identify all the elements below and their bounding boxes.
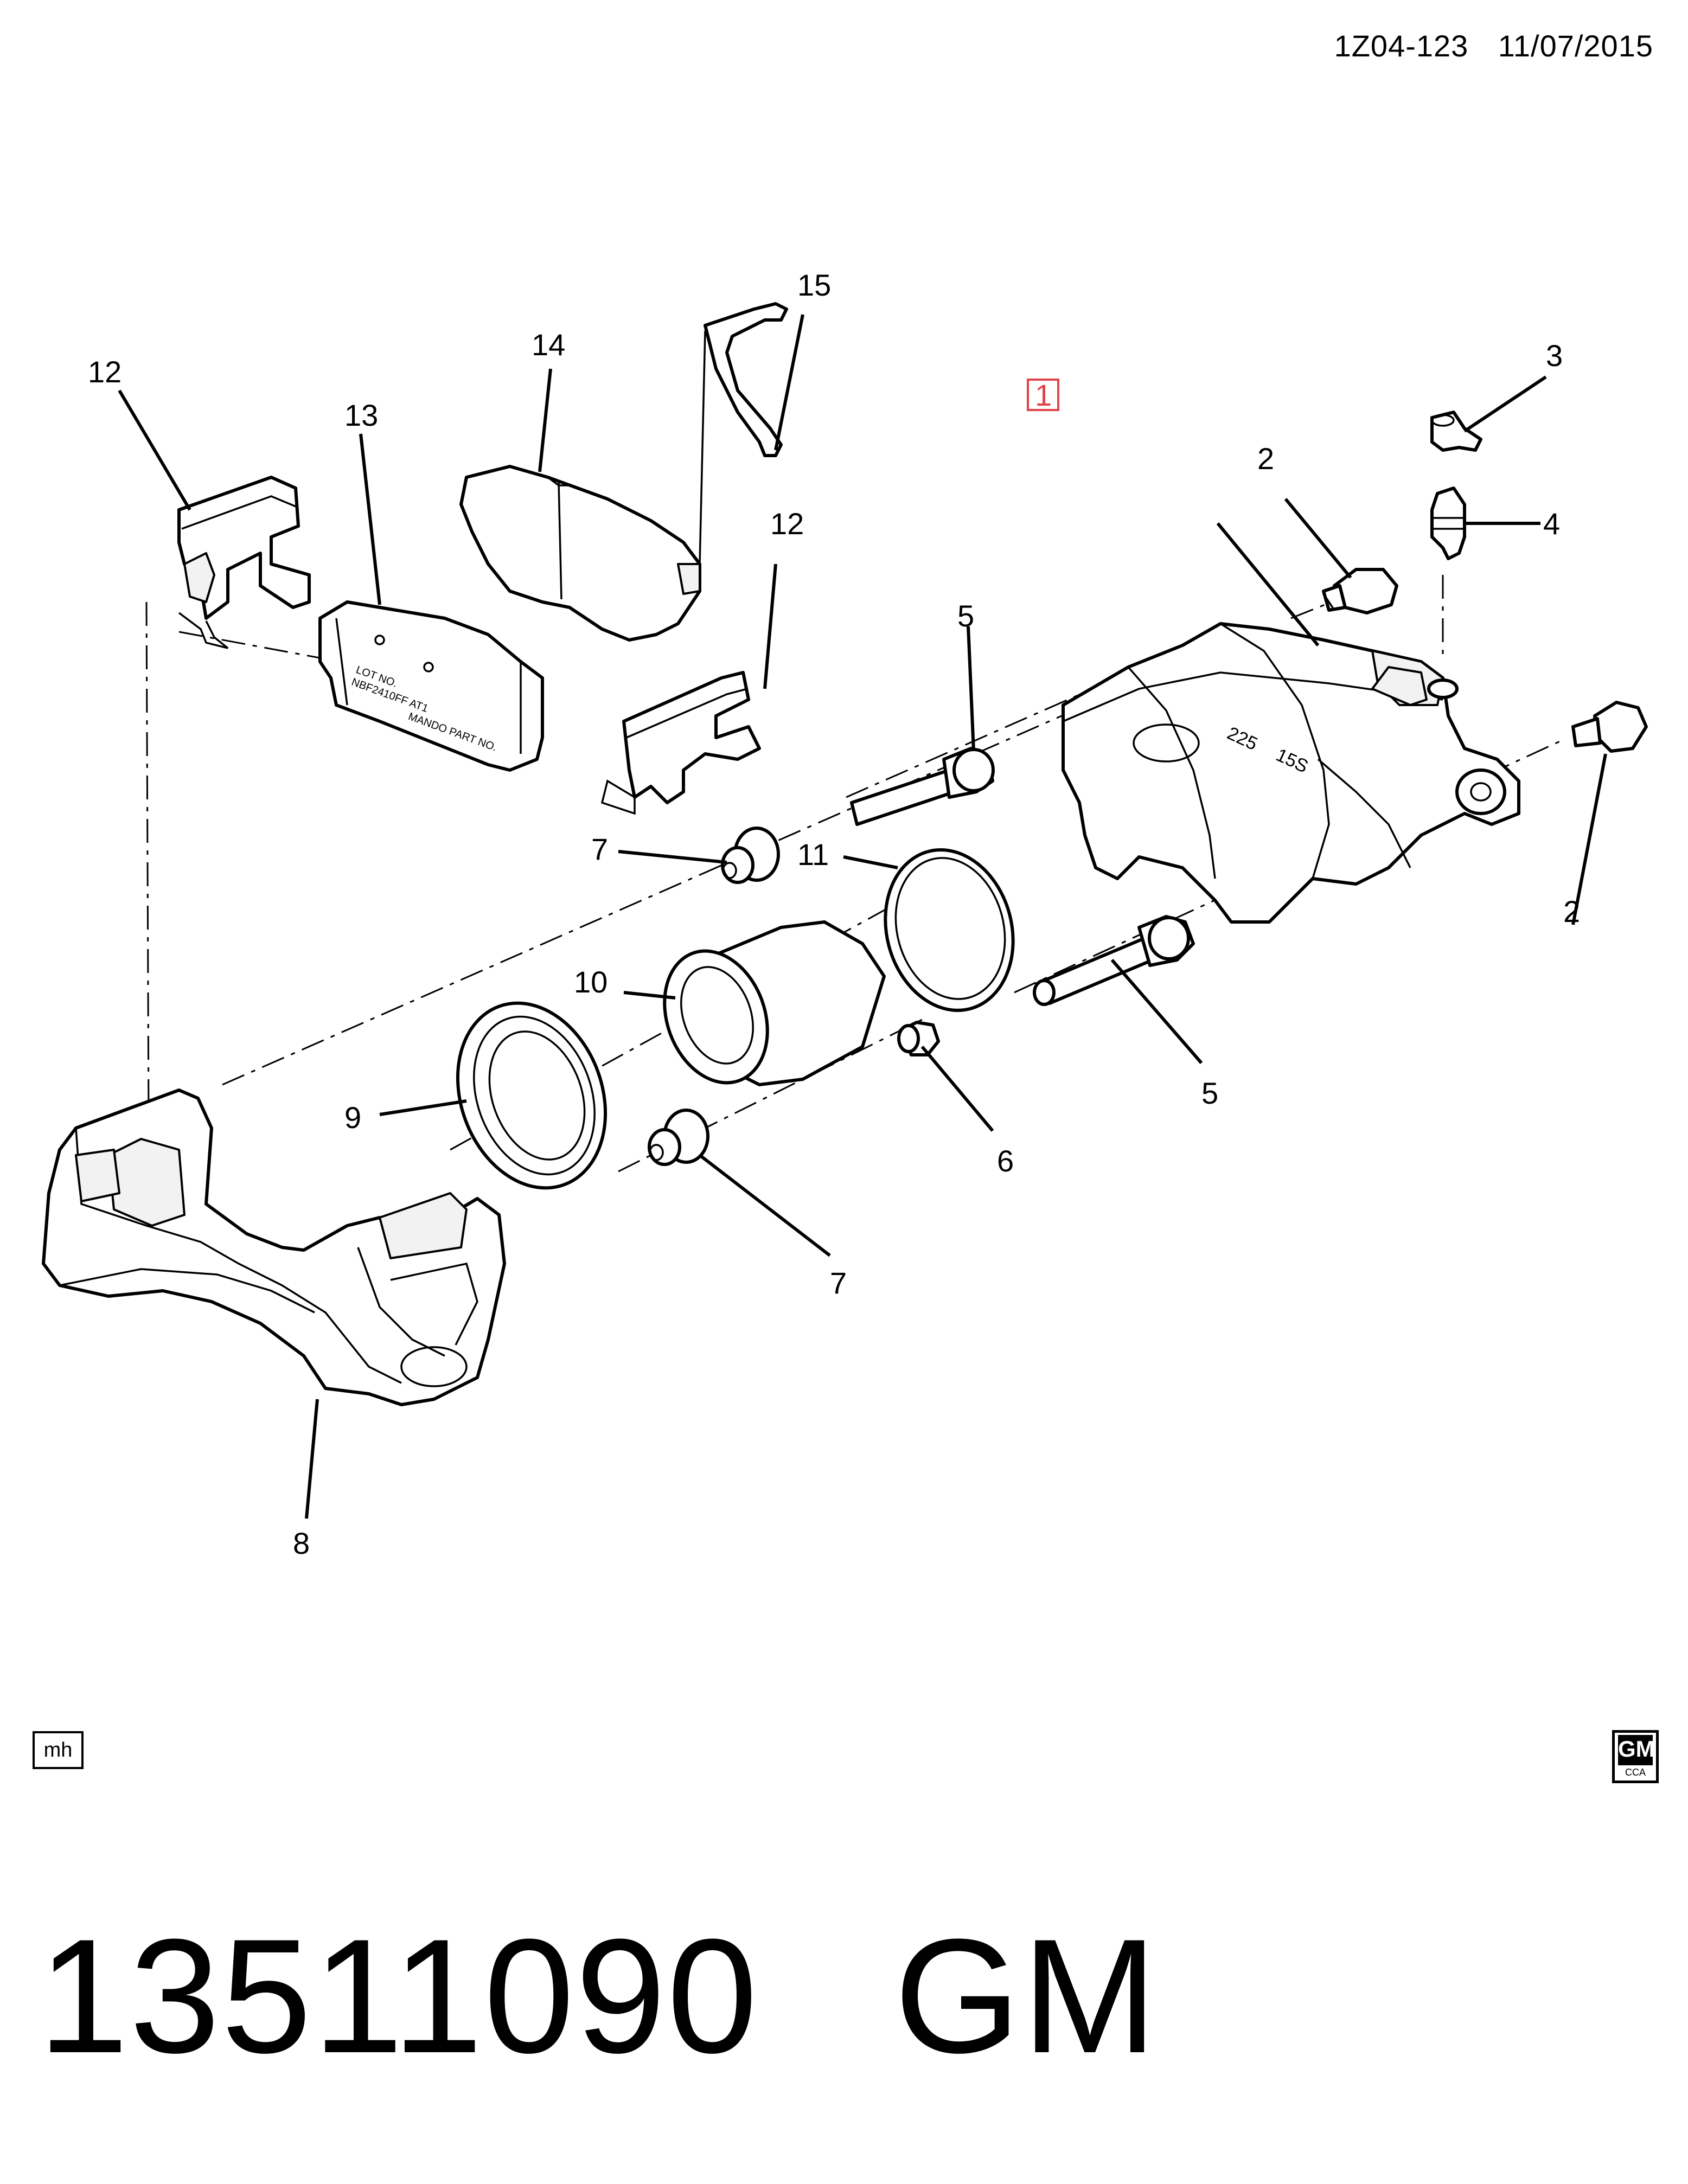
illustration-header: 1Z04-123 11/07/2015 (1334, 28, 1653, 63)
callout-5-lower: 5 (1201, 1076, 1218, 1110)
callout-7-lower: 7 (830, 1266, 847, 1300)
bushing (897, 1021, 940, 1056)
caliper-piston (663, 920, 886, 1086)
callout-10: 10 (574, 965, 608, 999)
callout-7-upper: 7 (591, 832, 608, 866)
callout-12-left: 12 (88, 355, 122, 389)
part-brand: GM (894, 1905, 1159, 2087)
gm-logo-subtext: CCA (1625, 1767, 1646, 1778)
callout-3: 3 (1546, 338, 1563, 373)
anti-rattle-clip-right (600, 671, 761, 815)
piston-dust-boot (456, 1001, 608, 1190)
gm-logo-text: GM (1618, 1735, 1655, 1765)
callout-15: 15 (797, 268, 831, 302)
guide-pin-upper (850, 747, 995, 826)
outer-brake-pad (459, 465, 701, 642)
callout-1: 1 (1035, 378, 1052, 412)
caliper-bolt-upper (1322, 568, 1398, 614)
caliper-bolt-right (1571, 701, 1648, 753)
callout-11: 11 (797, 837, 829, 872)
caliper-housing: 225 15S (1062, 622, 1520, 924)
mh-badge: mh (33, 1731, 84, 1769)
callout-6: 6 (997, 1144, 1014, 1178)
callout-14: 14 (532, 328, 565, 362)
guide-pin-boot-lower (648, 1109, 709, 1166)
illustration-id: 1Z04-123 (1334, 29, 1469, 63)
leader-lines (118, 314, 1607, 1519)
anti-rattle-clip-left (177, 476, 311, 649)
inner-brake-pad: LOT NO. NBF2410FF AT1 MANDO PART NO. (318, 600, 544, 772)
callout-5-upper: 5 (957, 599, 974, 633)
callout-2-right: 2 (1563, 894, 1580, 928)
guide-pin-boot-upper (721, 827, 780, 884)
callout-2-upper: 2 (1257, 441, 1274, 476)
callout-4: 4 (1543, 507, 1560, 541)
guide-pin-lower (1033, 915, 1195, 1006)
exploded-brake-caliper-diagram: LOT NO. NBF2410FF AT1 MANDO PART NO. 2 2 (42, 268, 1648, 1560)
callout-12-right: 12 (770, 507, 804, 541)
bleeder-valve-cap (1430, 411, 1482, 452)
callout-9: 9 (344, 1100, 361, 1135)
part-number: 13511090 (38, 1905, 759, 2087)
bleeder-valve (1430, 486, 1466, 560)
callout-8: 8 (293, 1526, 310, 1560)
piston-seal (884, 848, 1015, 1012)
illustration-date: 11/07/2015 (1498, 29, 1653, 63)
gm-logo-badge: GM CCA (1612, 1730, 1659, 1783)
pad-wear-indicator (699, 302, 788, 565)
callout-13: 13 (344, 398, 378, 432)
callout-1-highlight-box (1027, 379, 1059, 411)
callout-labels: 1 2 2 3 4 5 5 6 7 7 8 9 10 11 12 12 13 1… (88, 268, 1580, 1560)
caliper-bracket (42, 1088, 506, 1406)
